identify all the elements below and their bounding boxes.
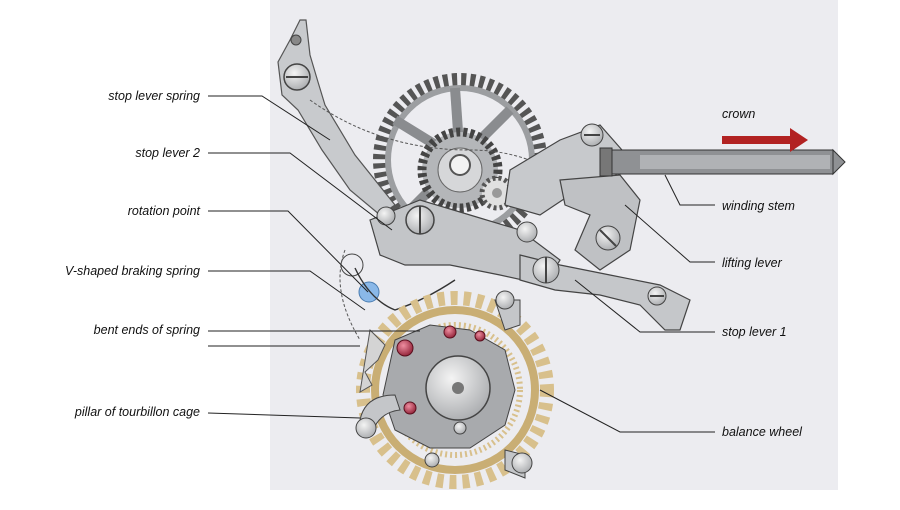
- small-gear: [417, 127, 503, 213]
- background-panel: [270, 0, 838, 490]
- v-shaped-braking-spring-shape: [354, 267, 456, 311]
- label-crown: crown: [722, 107, 756, 121]
- label-v-shaped-braking-spring: V-shaped braking spring: [64, 264, 200, 278]
- label-stop-lever-1: stop lever 1: [722, 325, 787, 339]
- label-bent-ends-of-spring: bent ends of spring: [93, 323, 200, 337]
- tourbillon-cage: [355, 290, 554, 489]
- leader-lines-right: [539, 174, 715, 433]
- label-pillar-of-tourbillon-cage: pillar of tourbillon cage: [74, 405, 200, 419]
- crown-arrow: [722, 128, 808, 152]
- winding-stem-shape: [599, 147, 846, 177]
- stop-lever-1-shape: [519, 254, 691, 331]
- label-balance-wheel: balance wheel: [722, 425, 802, 439]
- label-rotation-point: rotation point: [127, 204, 200, 218]
- lifting-lever-shape: [559, 174, 641, 271]
- rotation-point-marker: [358, 281, 380, 303]
- leader-lines: [207, 95, 420, 419]
- label-stop-lever-spring: stop lever spring: [108, 89, 200, 103]
- label-lifting-lever: lifting lever: [722, 256, 782, 270]
- screw-head: [516, 221, 538, 243]
- label-winding-stem: winding stem: [722, 199, 795, 213]
- escape-wheel-fragment: [359, 328, 386, 393]
- label-stop-lever-2: stop lever 2: [135, 146, 200, 160]
